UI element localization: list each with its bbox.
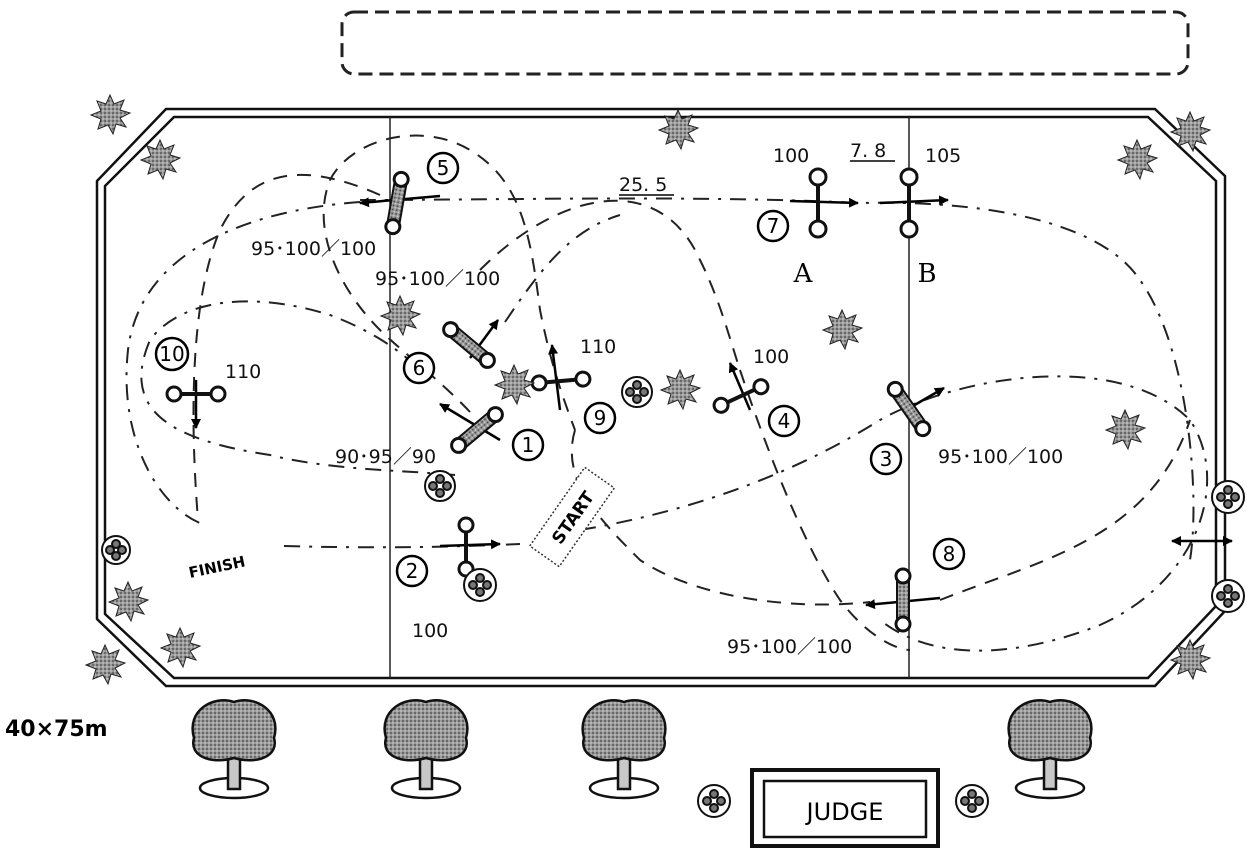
obstacle-9-spec: 110: [580, 336, 616, 358]
judge-box: JUDGE: [750, 768, 940, 848]
distance-main-label: 25. 5: [619, 174, 667, 196]
route-line-dashed: [192, 134, 1191, 651]
obstacle-6-spec: 95･100／100: [375, 268, 500, 290]
route-line-dashdot: [125, 197, 1209, 652]
judge-label: JUDGE: [805, 798, 884, 826]
svg-text:2: 2: [406, 559, 419, 583]
obstacle-5-spec: 95･100／100: [251, 238, 376, 260]
obstacle-4-jump: [712, 378, 770, 414]
finish-label: FINISH: [187, 552, 247, 582]
svg-text:4: 4: [778, 409, 791, 433]
obstacle-4-marker: 4: [767, 404, 801, 438]
svg-text:8: 8: [943, 542, 956, 566]
obstacle-8-spec: 95･100／100: [727, 636, 852, 658]
obstacle-9-marker: 9: [583, 401, 617, 435]
obstacle-2-marker: 2: [395, 554, 429, 588]
notice-box: [340, 10, 1190, 76]
obstacle-6-jump: [442, 321, 496, 369]
obstacle-1-spec: 90･95／90: [335, 446, 436, 468]
svg-text:7: 7: [767, 214, 780, 238]
obstacle-number-markers: 1 2 3 4 5 6 7 8 9 10: [154, 151, 966, 588]
obstacle-9-jump: [530, 370, 592, 392]
flower-planter-icons: [101, 376, 1245, 818]
obstacle-8-jump: [894, 567, 912, 633]
obstacle-10-marker: 10: [154, 336, 190, 372]
combination-b-label: B: [917, 259, 936, 289]
obstacle-7-marker: 7: [756, 209, 790, 243]
obstacle-2-jump: [457, 516, 475, 578]
obstacle-3-spec: 95･100／100: [938, 446, 1063, 468]
obstacle-4-spec: 100: [753, 346, 789, 368]
obstacle-1-marker: 1: [511, 428, 545, 462]
obstacle-1-jump: [450, 406, 504, 454]
obstacle-7b-jump: [899, 167, 919, 239]
start-box: START: [528, 466, 616, 568]
tree-icons: [191, 699, 1093, 800]
svg-text:3: 3: [880, 447, 893, 471]
obstacle-3-jump: [886, 380, 932, 438]
distance-combination-label: 7. 8: [850, 140, 886, 162]
combination-a-height: 100: [773, 145, 809, 167]
obstacle-3-marker: 3: [869, 442, 903, 476]
obstacle-2-spec: 100: [412, 620, 448, 642]
obstacle-5-jump: [384, 170, 410, 236]
obstacle-10-jump: [165, 385, 227, 403]
obstacle-5-marker: 5: [426, 151, 460, 185]
arena-size-label: 40×75m: [5, 717, 108, 742]
shrub-icons: [84, 93, 1212, 686]
combination-a-label: A: [793, 259, 814, 289]
svg-text:9: 9: [594, 406, 607, 430]
svg-text:1: 1: [522, 433, 535, 457]
obstacle-7a-jump: [808, 167, 828, 239]
svg-text:10: 10: [159, 342, 184, 366]
svg-text:6: 6: [413, 356, 426, 380]
svg-text:5: 5: [437, 156, 450, 180]
obstacle-10-spec: 110: [225, 361, 261, 383]
obstacle-8-marker: 8: [932, 537, 966, 571]
obstacle-6-marker: 6: [402, 351, 436, 385]
combination-b-height: 105: [925, 145, 961, 167]
